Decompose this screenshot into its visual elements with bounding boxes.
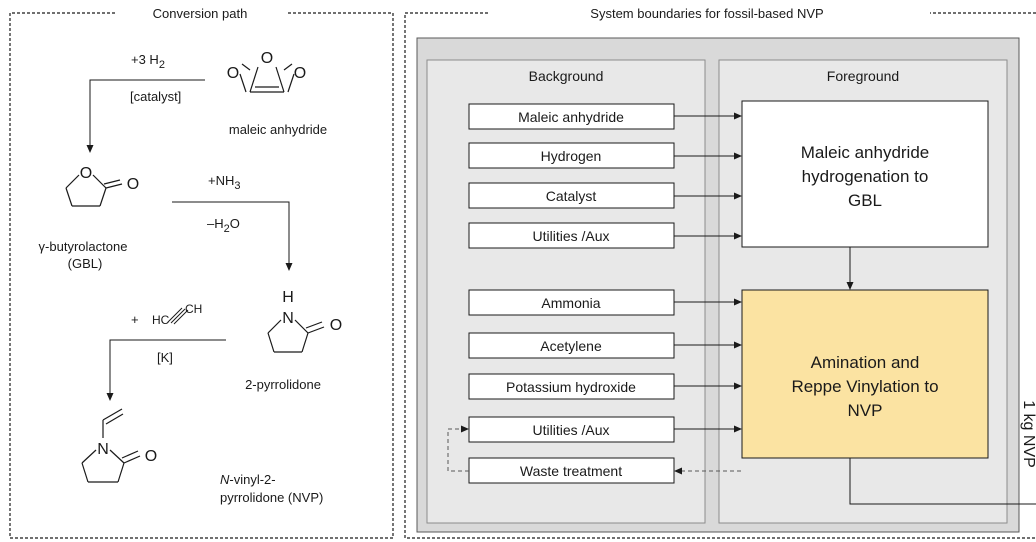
svg-text:Utilities /Aux: Utilities /Aux: [532, 422, 609, 438]
step3-condition: [K]: [157, 350, 173, 365]
input-box-utilities-aux-2: Utilities /Aux: [468, 416, 675, 443]
nvp-n: N: [97, 441, 109, 458]
step2-byproduct: –H2O: [207, 216, 240, 235]
gbl-o-ring: O: [80, 165, 92, 182]
svg-text:Catalyst: Catalyst: [546, 188, 597, 204]
input-box-waste-treatment: Waste treatment: [468, 457, 675, 484]
conversion-path-panel: Conversion path +3 H2 [catalyst] O O O m…: [9, 6, 394, 539]
gbl-label-line2: (GBL): [68, 256, 103, 271]
svg-text:NVP: NVP: [848, 401, 883, 420]
svg-text:GBL: GBL: [848, 191, 882, 210]
pyrrolidone-o: O: [330, 317, 342, 334]
svg-text:Utilities /Aux: Utilities /Aux: [532, 228, 609, 244]
gbl-label-line1: γ-butyrolactone: [39, 239, 128, 254]
pyrrolidone-structure: [267, 319, 325, 353]
nvp-structure: [81, 408, 141, 483]
pyrrolidone-label: 2-pyrrolidone: [245, 377, 321, 392]
system-boundaries-border: [404, 12, 1036, 539]
gbl-structure: [65, 174, 123, 207]
maleic-o-ring: O: [261, 50, 273, 67]
step3-reagent-plus: +: [131, 312, 139, 327]
step1-reagent: +3 H2: [131, 52, 165, 71]
acetylene-triple-bond: [167, 307, 189, 325]
pyrrolidone-n: N: [282, 310, 294, 327]
pyrrolidone-h: H: [282, 289, 294, 306]
svg-text:Acetylene: Acetylene: [540, 338, 602, 354]
gbl-o-carbonyl: O: [127, 176, 139, 193]
background-label: Background: [529, 68, 604, 84]
step2-reagent: +NH3: [208, 173, 241, 192]
svg-text:Potassium hydroxide: Potassium hydroxide: [506, 379, 636, 395]
input-box-catalyst: Catalyst: [468, 182, 675, 209]
system-boundaries-panel: System boundaries for fossil-based NVP B…: [404, 6, 1036, 539]
foreground-label: Foreground: [827, 68, 899, 84]
nvp-o: O: [145, 448, 157, 465]
output-flow-line: [849, 458, 1036, 505]
step3-arrow: [106, 339, 226, 401]
svg-text:Reppe Vinylation to: Reppe Vinylation to: [791, 377, 938, 396]
maleic-o-left: O: [227, 65, 239, 82]
input-box-utilities-aux-1: Utilities /Aux: [468, 222, 675, 249]
step1-arrow: [86, 79, 205, 153]
nvp-label-line2: pyrrolidone (NVP): [220, 490, 323, 505]
svg-text:Amination and: Amination and: [811, 353, 920, 372]
flow-arrows: [674, 112, 854, 433]
process-box-hydrogenation: Maleic anhydride hydrogenation to GBL: [741, 100, 989, 248]
input-box-maleic-anhydride: Maleic anhydride: [468, 103, 675, 130]
input-box-potassium-hydroxide: Potassium hydroxide: [468, 373, 675, 400]
process-box-amination-vinylation: Amination and Reppe Vinylation to NVP: [741, 289, 989, 459]
input-box-acetylene: Acetylene: [468, 332, 675, 359]
waste-flow-arrows: [447, 425, 741, 475]
conversion-path-title: Conversion path: [153, 6, 248, 21]
svg-text:hydrogenation to: hydrogenation to: [802, 167, 929, 186]
maleic-o-right: O: [294, 65, 306, 82]
acetylene-ch: CH: [185, 302, 202, 316]
svg-text:Maleic anhydride: Maleic anhydride: [801, 143, 930, 162]
input-box-hydrogen: Hydrogen: [468, 142, 675, 169]
svg-text:Maleic anhydride: Maleic anhydride: [518, 109, 624, 125]
acetylene-hc: HC: [152, 313, 170, 327]
nvp-label-line1: N-vinyl-2-: [220, 472, 276, 487]
output-label: 1 kg NVP: [1020, 400, 1036, 468]
maleic-anhydride-label: maleic anhydride: [229, 122, 327, 137]
step2-arrow: [172, 201, 293, 271]
maleic-anhydride-structure: [239, 63, 295, 93]
svg-text:Hydrogen: Hydrogen: [541, 148, 602, 164]
svg-text:Waste treatment: Waste treatment: [520, 463, 622, 479]
step1-condition: [catalyst]: [130, 89, 181, 104]
conversion-path-border: [9, 12, 394, 539]
system-boundaries-title: System boundaries for fossil-based NVP: [590, 6, 823, 21]
input-box-ammonia: Ammonia: [468, 289, 675, 316]
svg-text:Ammonia: Ammonia: [541, 295, 600, 311]
